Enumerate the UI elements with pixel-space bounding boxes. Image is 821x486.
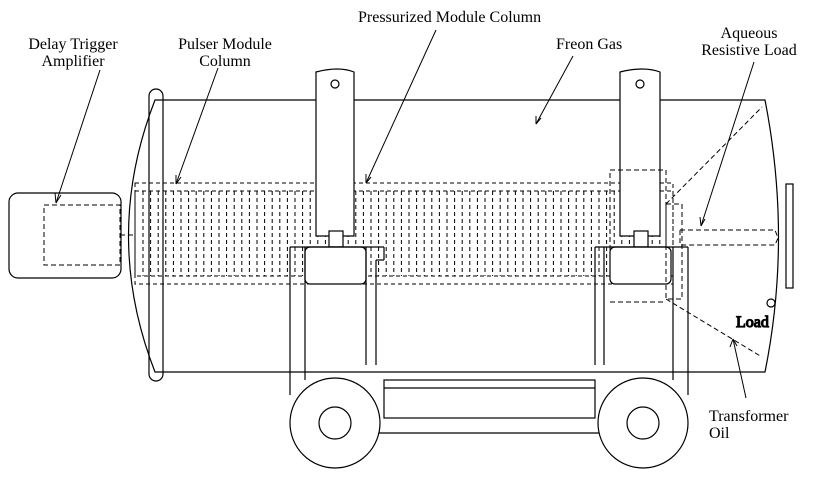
wheel-left: [289, 377, 381, 469]
leader-lines: [54, 29, 755, 399]
label-aqueous-load: Aqueous Resistive Load: [690, 25, 808, 59]
end-plate: [785, 183, 794, 289]
housing-right-stem: [633, 230, 649, 248]
module-base-right: [609, 246, 672, 285]
pressurized-housing-left: [315, 68, 355, 237]
label-pressurized-module: Pressurized Module Column: [358, 9, 542, 26]
module-base-left: [304, 246, 367, 285]
label-transformer-oil: Transformer Oil: [709, 408, 788, 442]
pulser-module-column: [134, 182, 674, 285]
label-aqueous-line2: Resistive Load: [701, 42, 797, 59]
column-module-ticks: [142, 191, 661, 276]
label-delay-trigger-line2: Amplifier: [41, 53, 105, 70]
wheel-left-hub: [318, 406, 352, 440]
label-load-letter: Load: [736, 314, 769, 331]
label-pulser-module-line2: Column: [199, 53, 251, 70]
aqueous-resistive-load: [610, 106, 779, 358]
tank-flange-ring: [148, 88, 164, 382]
tank-body: [127, 99, 780, 373]
support-frame: [289, 246, 689, 434]
load-port: [766, 298, 776, 308]
label-freon-gas: Freon Gas: [556, 36, 623, 53]
label-pulser-module-line1: Pulser Module: [178, 36, 272, 53]
wheel-right-hub: [626, 406, 660, 440]
wheel-right: [597, 377, 689, 469]
label-delay-trigger: Delay Trigger Amplifier: [18, 36, 128, 70]
pressurized-housing-right: [619, 68, 661, 237]
label-delay-trigger-line1: Delay Trigger: [28, 36, 118, 53]
label-pulser-module: Pulser Module Column: [166, 36, 284, 70]
housing-right-eye: [635, 79, 645, 89]
delay-trigger-amplifier-box: [8, 192, 122, 279]
amplifier-inner-dashed: [43, 204, 121, 266]
housing-left-eye: [330, 79, 340, 89]
label-aqueous-line1: Aqueous: [720, 25, 778, 42]
label-transformer-line2: Oil: [709, 425, 730, 442]
housing-left-stem: [328, 230, 344, 248]
label-transformer-line1: Transformer: [709, 408, 789, 425]
